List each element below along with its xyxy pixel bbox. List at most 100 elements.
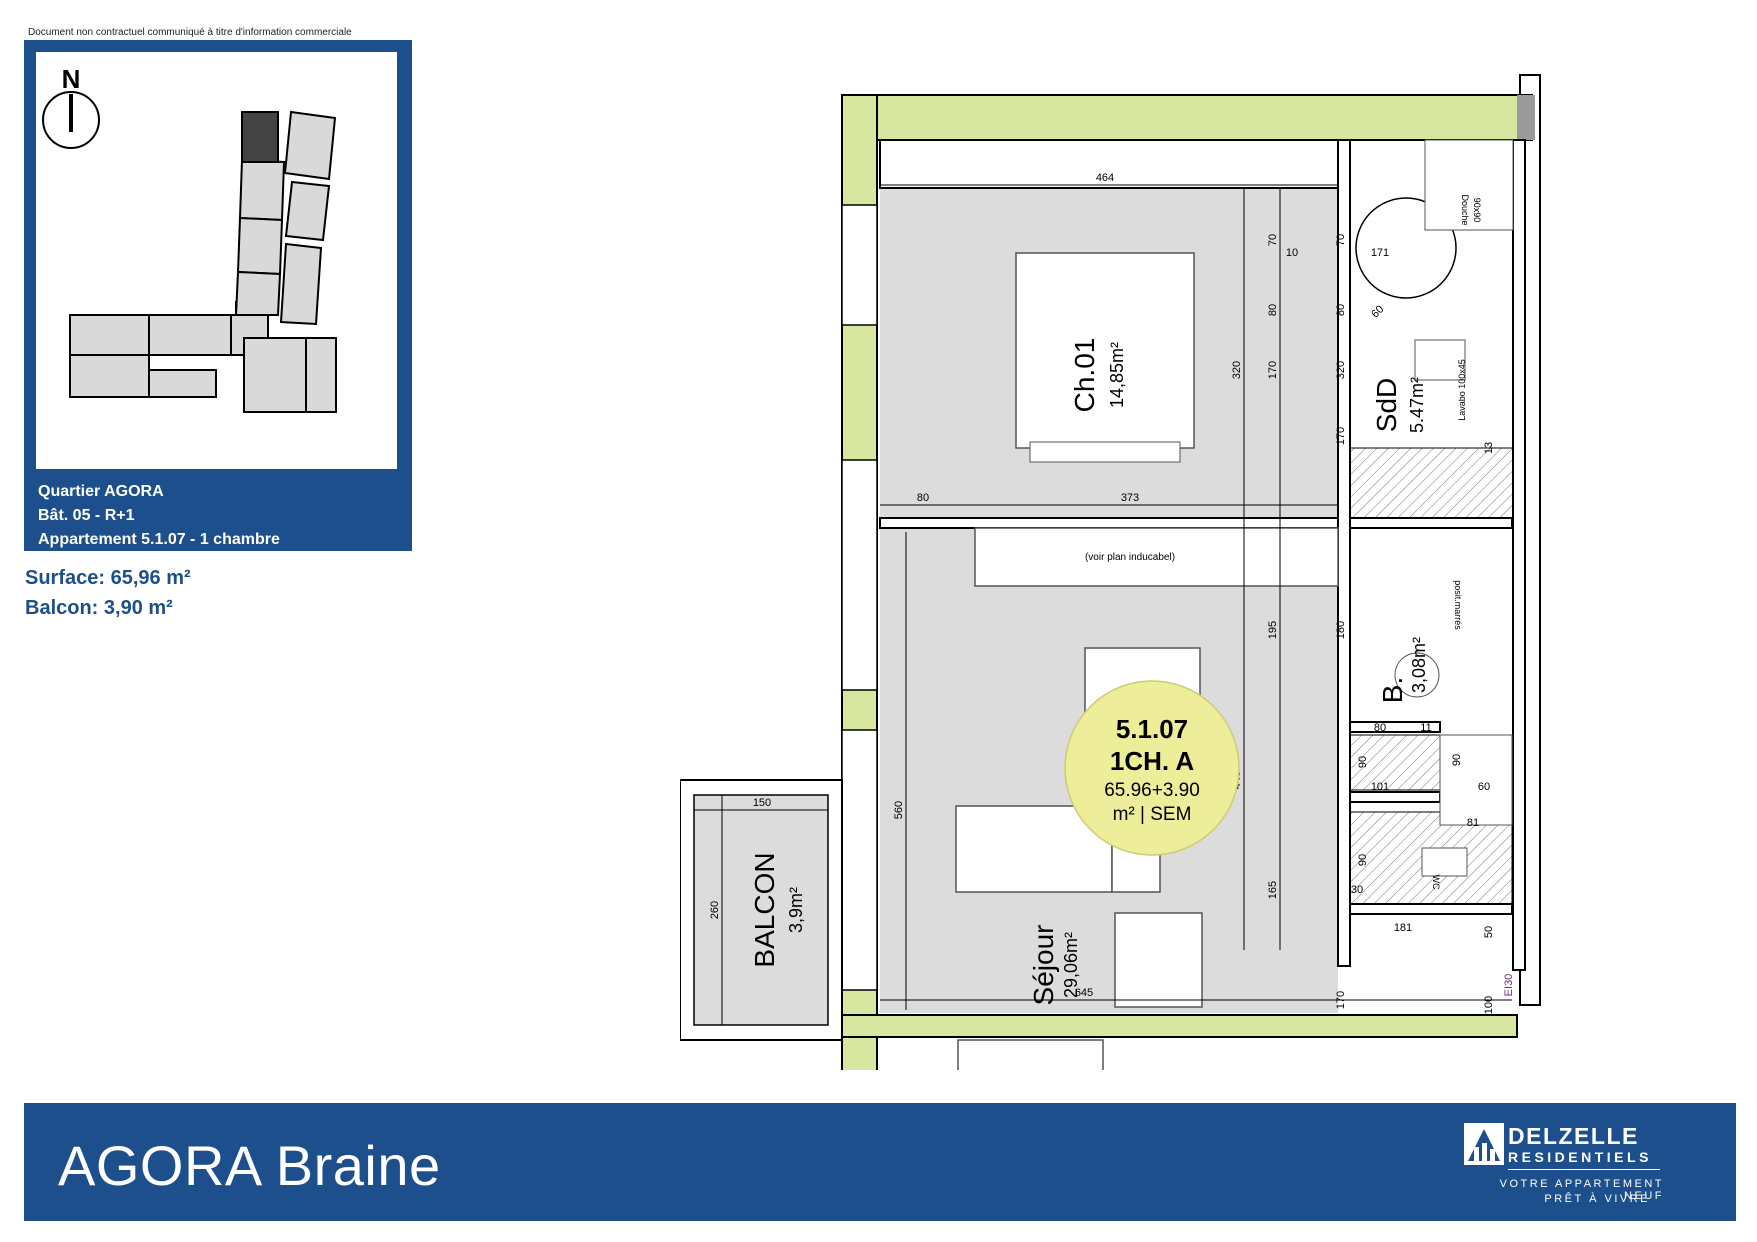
dim-81: 81 — [1467, 817, 1479, 829]
dim-70a: 70 — [1267, 234, 1279, 246]
dim-90b: 90 — [1357, 854, 1369, 866]
dim-100: 100 — [1483, 996, 1495, 1014]
dim-320a: 320 — [1231, 361, 1243, 379]
balcony — [679, 779, 843, 1041]
dim-101: 101 — [1371, 781, 1389, 793]
kitchen-counter — [974, 527, 1339, 587]
dim-60b: 60 — [1478, 781, 1490, 793]
building-floor: Bât. 05 - R+1 — [38, 507, 135, 524]
storage-name: B. — [1377, 677, 1408, 703]
dim-80d: 80 — [1374, 722, 1386, 734]
washbasin — [1414, 339, 1466, 381]
tv-cabinet — [957, 1039, 1104, 1076]
dim-13: 13 — [1483, 442, 1495, 454]
disclaimer-text: Document non contractuel communiqué à ti… — [28, 27, 352, 38]
brand-name: DELZELLE — [1508, 1123, 1639, 1149]
dim-373: 373 — [1121, 492, 1139, 504]
balcony-name: BALCON — [749, 852, 780, 967]
unit-area: 65.96+3.90 — [1104, 780, 1200, 801]
interior-walls — [879, 139, 1526, 971]
boiler — [1439, 734, 1513, 826]
shower-tray — [1424, 139, 1514, 231]
brand-tagline-1: VOTRE APPARTEMENT NEUF — [1499, 1178, 1664, 1202]
floor-plan-drawing: 464 373 80 320 170 320 70 70 80 80 170 1… — [679, 74, 1541, 1076]
dim-80b: 80 — [1267, 304, 1279, 316]
dim-11: 11 — [1420, 722, 1431, 734]
dim-180: 180 — [1335, 621, 1347, 639]
balcony-room-area: 3,9m² — [786, 887, 806, 933]
key-plan-panel: N Quartier AGORA Bât — [24, 40, 412, 551]
dim-170b: 170 — [1335, 427, 1347, 445]
dim-165: 165 — [1267, 881, 1279, 899]
key-plan-info: Quartier AGORA Bât. 05 - R+1 Appartement… — [38, 480, 280, 552]
dim-50: 50 — [1483, 926, 1495, 938]
dim-260: 260 — [709, 901, 721, 919]
unit-ref: 5.1.07 — [1116, 714, 1188, 744]
unit-area-unit: m² | SEM — [1113, 804, 1192, 825]
bathtub — [1349, 447, 1514, 519]
toilet — [1421, 847, 1468, 877]
shower-size-label: 90x90 — [1472, 198, 1482, 223]
dim-320b: 320 — [1335, 361, 1347, 379]
dim-645: 645 — [1075, 987, 1093, 999]
floor-plan: 464 373 80 320 170 320 70 70 80 80 170 1… — [679, 70, 1560, 1076]
shower-turning-circle — [1355, 197, 1457, 299]
storage-hatch — [1349, 734, 1441, 791]
dim-90c: 90 — [1451, 754, 1463, 766]
bed-headboard — [1029, 441, 1181, 463]
brand-block: DELZELLE RESIDENTIELS VOTRE APPARTEMENT … — [1464, 1123, 1664, 1213]
bathroom-name: SdD — [1371, 378, 1402, 432]
apartment-id: Appartement 5.1.07 - 1 chambre — [38, 531, 280, 548]
dim-181: 181 — [1394, 922, 1412, 934]
surface-area: Surface: 65,96 m² — [25, 567, 191, 589]
dim-80c: 80 — [1335, 304, 1347, 316]
dim-10a: 10 — [1286, 247, 1298, 259]
brand-subtitle: RESIDENTIELS — [1508, 1149, 1652, 1165]
dimension-lines — [694, 184, 1512, 1025]
washbasin-label: Lavabo 100x45 — [1457, 359, 1467, 421]
apartment-highlight — [241, 111, 279, 163]
project-title: AGORA Braine — [58, 1134, 441, 1197]
door-rating-label: EI30 — [1503, 974, 1515, 997]
bed — [1015, 252, 1195, 449]
dim-70b: 70 — [1335, 234, 1347, 246]
area-summary: Surface: 65,96 m² Balcon: 3,90 m² — [25, 563, 191, 623]
dim-195: 195 — [1267, 621, 1279, 639]
brand-logo-icon — [1464, 1123, 1504, 1165]
project-name: Quartier AGORA — [38, 483, 164, 500]
bathroom-area: 5.47m² — [1407, 377, 1427, 433]
storage-area: 3,08m² — [1409, 637, 1429, 693]
living-name: Séjour — [1028, 925, 1059, 1006]
footer-banner: AGORA Braine DELZELLE RESIDENTIELS VOTRE… — [24, 1103, 1736, 1221]
armchair — [1114, 912, 1203, 1008]
inducabel-note: (voir plan inducabel) — [1085, 552, 1175, 563]
brand-tagline-2: PRÊT À VIVRE — [1544, 1193, 1650, 1205]
brand-divider — [1508, 1169, 1660, 1170]
building-footprint — [69, 110, 337, 413]
dim-150: 150 — [753, 797, 771, 809]
dim-464: 464 — [1096, 172, 1114, 184]
dim-170c: 170 — [1335, 991, 1347, 1009]
north-arrow-icon: N — [42, 64, 100, 149]
north-label: N — [62, 64, 81, 94]
key-plan-map: N — [36, 52, 397, 469]
bedroom-name: Ch.01 — [1069, 338, 1100, 413]
site-plan-drawing: N — [42, 64, 337, 413]
unit-badge: 5.1.07 1CH. A 65.96+3.90 m² | SEM — [1064, 680, 1240, 856]
dim-170a: 170 — [1267, 361, 1279, 379]
shower-label: Douche — [1460, 194, 1470, 225]
windows — [841, 204, 878, 991]
dim-171: 171 — [1371, 247, 1389, 259]
dim-90a: 90 — [1357, 756, 1369, 768]
washing-machine — [1394, 652, 1440, 698]
balcony-area: Balcon: 3,90 m² — [25, 597, 173, 619]
dim-30: 30 — [1351, 884, 1363, 896]
dim-80a: 80 — [917, 492, 929, 504]
bedroom-area: 14,85m² — [1107, 342, 1127, 408]
wc-label: WC — [1431, 875, 1441, 890]
dim-560: 560 — [893, 801, 905, 819]
meter-label: posit.marrés — [1453, 580, 1463, 630]
living-area: 29,06m² — [1061, 932, 1081, 998]
dim-60a: 60 — [1369, 303, 1386, 320]
unit-type: 1CH. A — [1110, 746, 1194, 776]
